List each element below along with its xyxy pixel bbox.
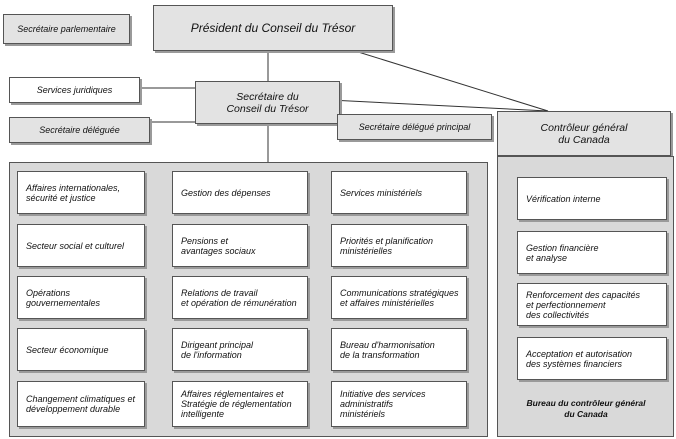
secretariat-unit-box: Affaires internationales, sécurité et ju… [17, 171, 145, 214]
secretariat-unit-box: Gestion des dépenses [172, 171, 308, 214]
secretariat-unit-box: Communications stratégiques et affaires … [331, 276, 467, 319]
parliamentary-secretary-box: Secrétaire parlementaire [3, 14, 130, 44]
comptroller-unit-label: Vérification interne [526, 193, 601, 204]
comptroller-unit-box: Vérification interne [517, 177, 667, 220]
secretariat-unit-label: Communications stratégiques et affaires … [340, 287, 459, 308]
secretariat-unit-box: Relations de travail et opération de rém… [172, 276, 308, 319]
deputy-secretary-label: Secrétaire déléguée [39, 125, 120, 135]
secretary-label: Secrétaire du Conseil du Trésor [226, 90, 309, 115]
parliamentary-secretary-label: Secrétaire parlementaire [17, 24, 116, 34]
secretariat-unit-label: Services ministériels [340, 187, 423, 198]
secretariat-unit-box: Dirigeant principal de l'information [172, 328, 308, 371]
president-label: Président du Conseil du Trésor [190, 21, 356, 35]
secretariat-unit-box: Bureau d'harmonisation de la transformat… [331, 328, 467, 371]
comptroller-general-label: Contrôleur général du Canada [540, 121, 628, 146]
secretariat-unit-box: Initiative des services administratifs m… [331, 381, 467, 427]
secretariat-unit-box: Secteur social et culturel [17, 224, 145, 267]
secretariat-unit-label: Affaires internationales, sécurité et ju… [26, 182, 121, 203]
secretary-box: Secrétaire du Conseil du Trésor [195, 81, 340, 124]
comptroller-unit-box: Gestion financière et analyse [517, 231, 667, 274]
secretariat-unit-label: Pensions et avantages sociaux [181, 235, 256, 256]
secretariat-unit-label: Relations de travail et opération de rém… [181, 287, 297, 308]
senior-deputy-secretary-label: Secrétaire délégué principal [358, 122, 471, 132]
secretariat-unit-label: Secteur économique [26, 344, 109, 355]
comptroller-unit-box: Renforcement des capacités et perfection… [517, 283, 667, 326]
comptroller-unit-label: Renforcement des capacités et perfection… [526, 289, 641, 320]
comptroller-unit-box: Acceptation et autorisation des systèmes… [517, 337, 667, 380]
comptroller-unit-label: Acceptation et autorisation des systèmes… [526, 348, 633, 369]
secretariat-unit-box: Services ministériels [331, 171, 467, 214]
secretariat-unit-box: Changement climatiques et développement … [17, 381, 145, 427]
secretariat-unit-label: Gestion des dépenses [181, 187, 271, 198]
senior-deputy-secretary-box: Secrétaire délégué principal [337, 114, 492, 140]
secretariat-unit-label: Priorités et planification ministérielle… [340, 235, 434, 256]
secretariat-unit-box: Affaires réglementaires et Stratégie de … [172, 381, 308, 427]
secretariat-unit-box: Opérations gouvernementales [17, 276, 145, 319]
secretariat-unit-label: Changement climatiques et développement … [26, 394, 136, 414]
deputy-secretary-box: Secrétaire déléguée [9, 117, 150, 143]
secretariat-unit-label: Opérations gouvernementales [26, 287, 101, 308]
secretariat-unit-label: Secteur social et culturel [26, 240, 125, 251]
legal-services-box: Services juridiques [9, 77, 140, 103]
secretariat-unit-label: Dirigeant principal de l'information [181, 339, 254, 360]
president-box: Président du Conseil du Trésor [153, 5, 393, 51]
legal-services-label: Services juridiques [36, 85, 113, 95]
secretariat-unit-box: Pensions et avantages sociaux [172, 224, 308, 267]
comptroller-general-box: Contrôleur général du Canada [497, 111, 671, 156]
comptroller-office-label: Bureau du contrôleur général du Canada [526, 398, 646, 419]
secretariat-unit-label: Affaires réglementaires et Stratégie de … [181, 389, 292, 419]
secretariat-unit-label: Bureau d'harmonisation de la transformat… [340, 339, 435, 360]
secretariat-unit-box: Secteur économique [17, 328, 145, 371]
secretariat-unit-label: Initiative des services administratifs m… [340, 389, 426, 419]
comptroller-unit-label: Gestion financière et analyse [526, 242, 599, 263]
secretariat-unit-box: Priorités et planification ministérielle… [331, 224, 467, 267]
